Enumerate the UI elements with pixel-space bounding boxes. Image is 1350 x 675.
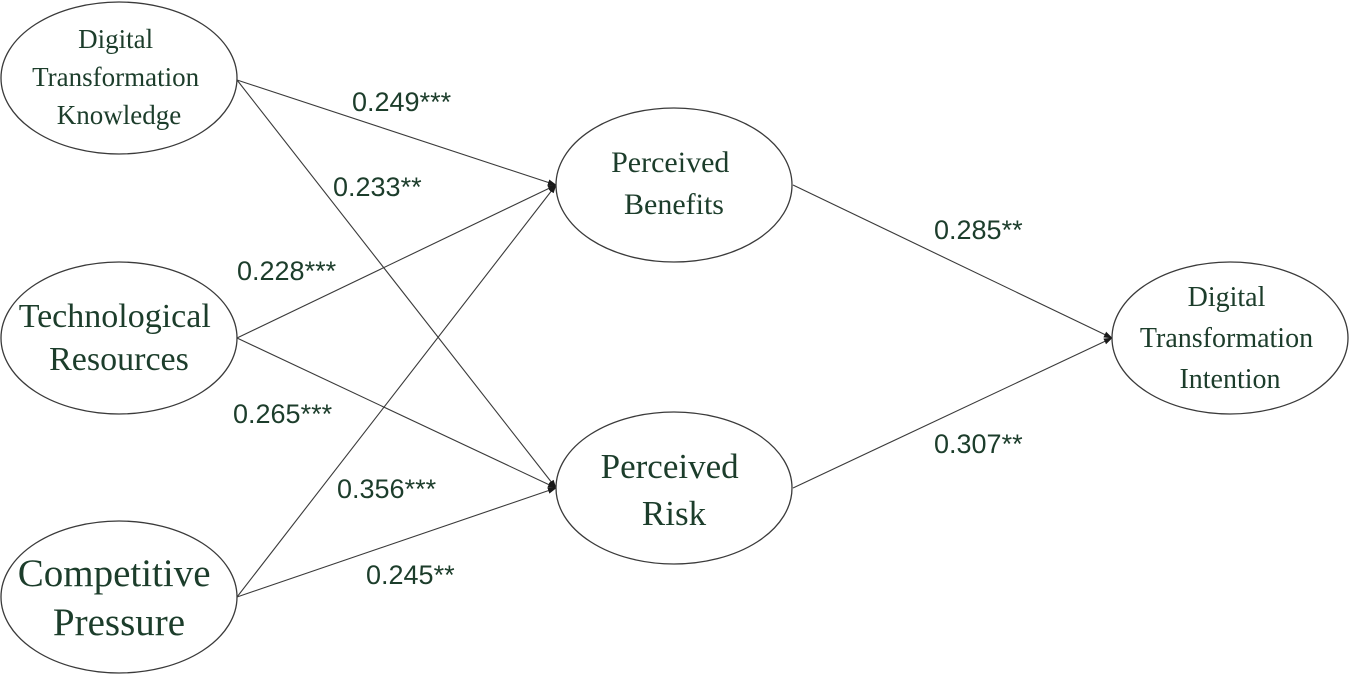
coef-tr-pr-label: 0.265***: [233, 399, 333, 429]
node-digital-transformation-intention: Digital Transformation Intention: [1111, 261, 1349, 415]
edge-tr-to-pb: [236, 184, 557, 339]
node-digital-transformation-knowledge: Digital Transformation Knowledge: [0, 1, 238, 155]
node-cp-line-1: Competitive: [18, 552, 211, 595]
svg-text:Perceived Benefits: Perceived Benefits: [611, 146, 737, 221]
edge-dtk-to-pr: [236, 79, 557, 489]
node-pb-line-1: Perceived: [611, 146, 729, 179]
node-competitive-pressure: Competitive Pressure: [0, 520, 238, 674]
svg-text:Perceived Risk: Perceived Risk: [601, 447, 748, 533]
svg-text:Digital Transformation: Digital Transformation Intention: [1140, 282, 1320, 395]
svg-text:Competitive Pressure: Competitive Pressure: [18, 552, 221, 644]
edge-pb-to-dti: [792, 184, 1113, 339]
node-perceived-risk: Perceived Risk: [555, 411, 793, 565]
edge-cp-to-pr: [236, 487, 557, 598]
node-pr-line-2: Risk: [642, 494, 707, 533]
node-perceived-benefits: Perceived Benefits: [555, 107, 793, 263]
coef-pb-dti-label: 0.285**: [934, 215, 1023, 245]
node-cp-line-2: Pressure: [53, 601, 185, 644]
coef-dtk-pr-label: 0.233**: [333, 172, 422, 202]
edge-tr-to-pr: [236, 337, 557, 489]
node-pb-line-2: Benefits: [624, 188, 724, 221]
coef-dtk-pb-label: 0.249***: [352, 87, 452, 117]
node-dti-line-3: Intention: [1179, 364, 1280, 395]
coef-pr-dti-label: 0.307**: [934, 429, 1023, 459]
node-dtk-line-1: Digital: [78, 24, 153, 54]
node-technological-resources: Technological Resources: [0, 261, 238, 415]
edge-pr-to-dti: [792, 337, 1113, 489]
coef-cp-pb-label: 0.356***: [337, 474, 437, 504]
node-tr-line-1: Technological: [19, 298, 211, 335]
svg-text:Technological Resources: Technological Resources: [19, 298, 220, 378]
coef-cp-pr-label: 0.245**: [366, 560, 455, 590]
node-pr-line-1: Perceived: [601, 447, 739, 486]
node-dtk-line-3: Knowledge: [57, 100, 181, 130]
node-dti-line-2: Transformation: [1140, 323, 1313, 354]
coef-tr-pb-label: 0.228***: [237, 256, 337, 286]
node-dti-line-1: Digital: [1188, 282, 1266, 313]
node-dtk-line-2: Transformation: [32, 62, 199, 92]
edge-dtk-to-pb: [236, 79, 557, 186]
edge-cp-to-pb: [236, 184, 557, 598]
svg-text:Digital Transformation: Digital Transformation Knowledge: [32, 24, 206, 130]
node-tr-line-2: Resources: [49, 341, 189, 378]
